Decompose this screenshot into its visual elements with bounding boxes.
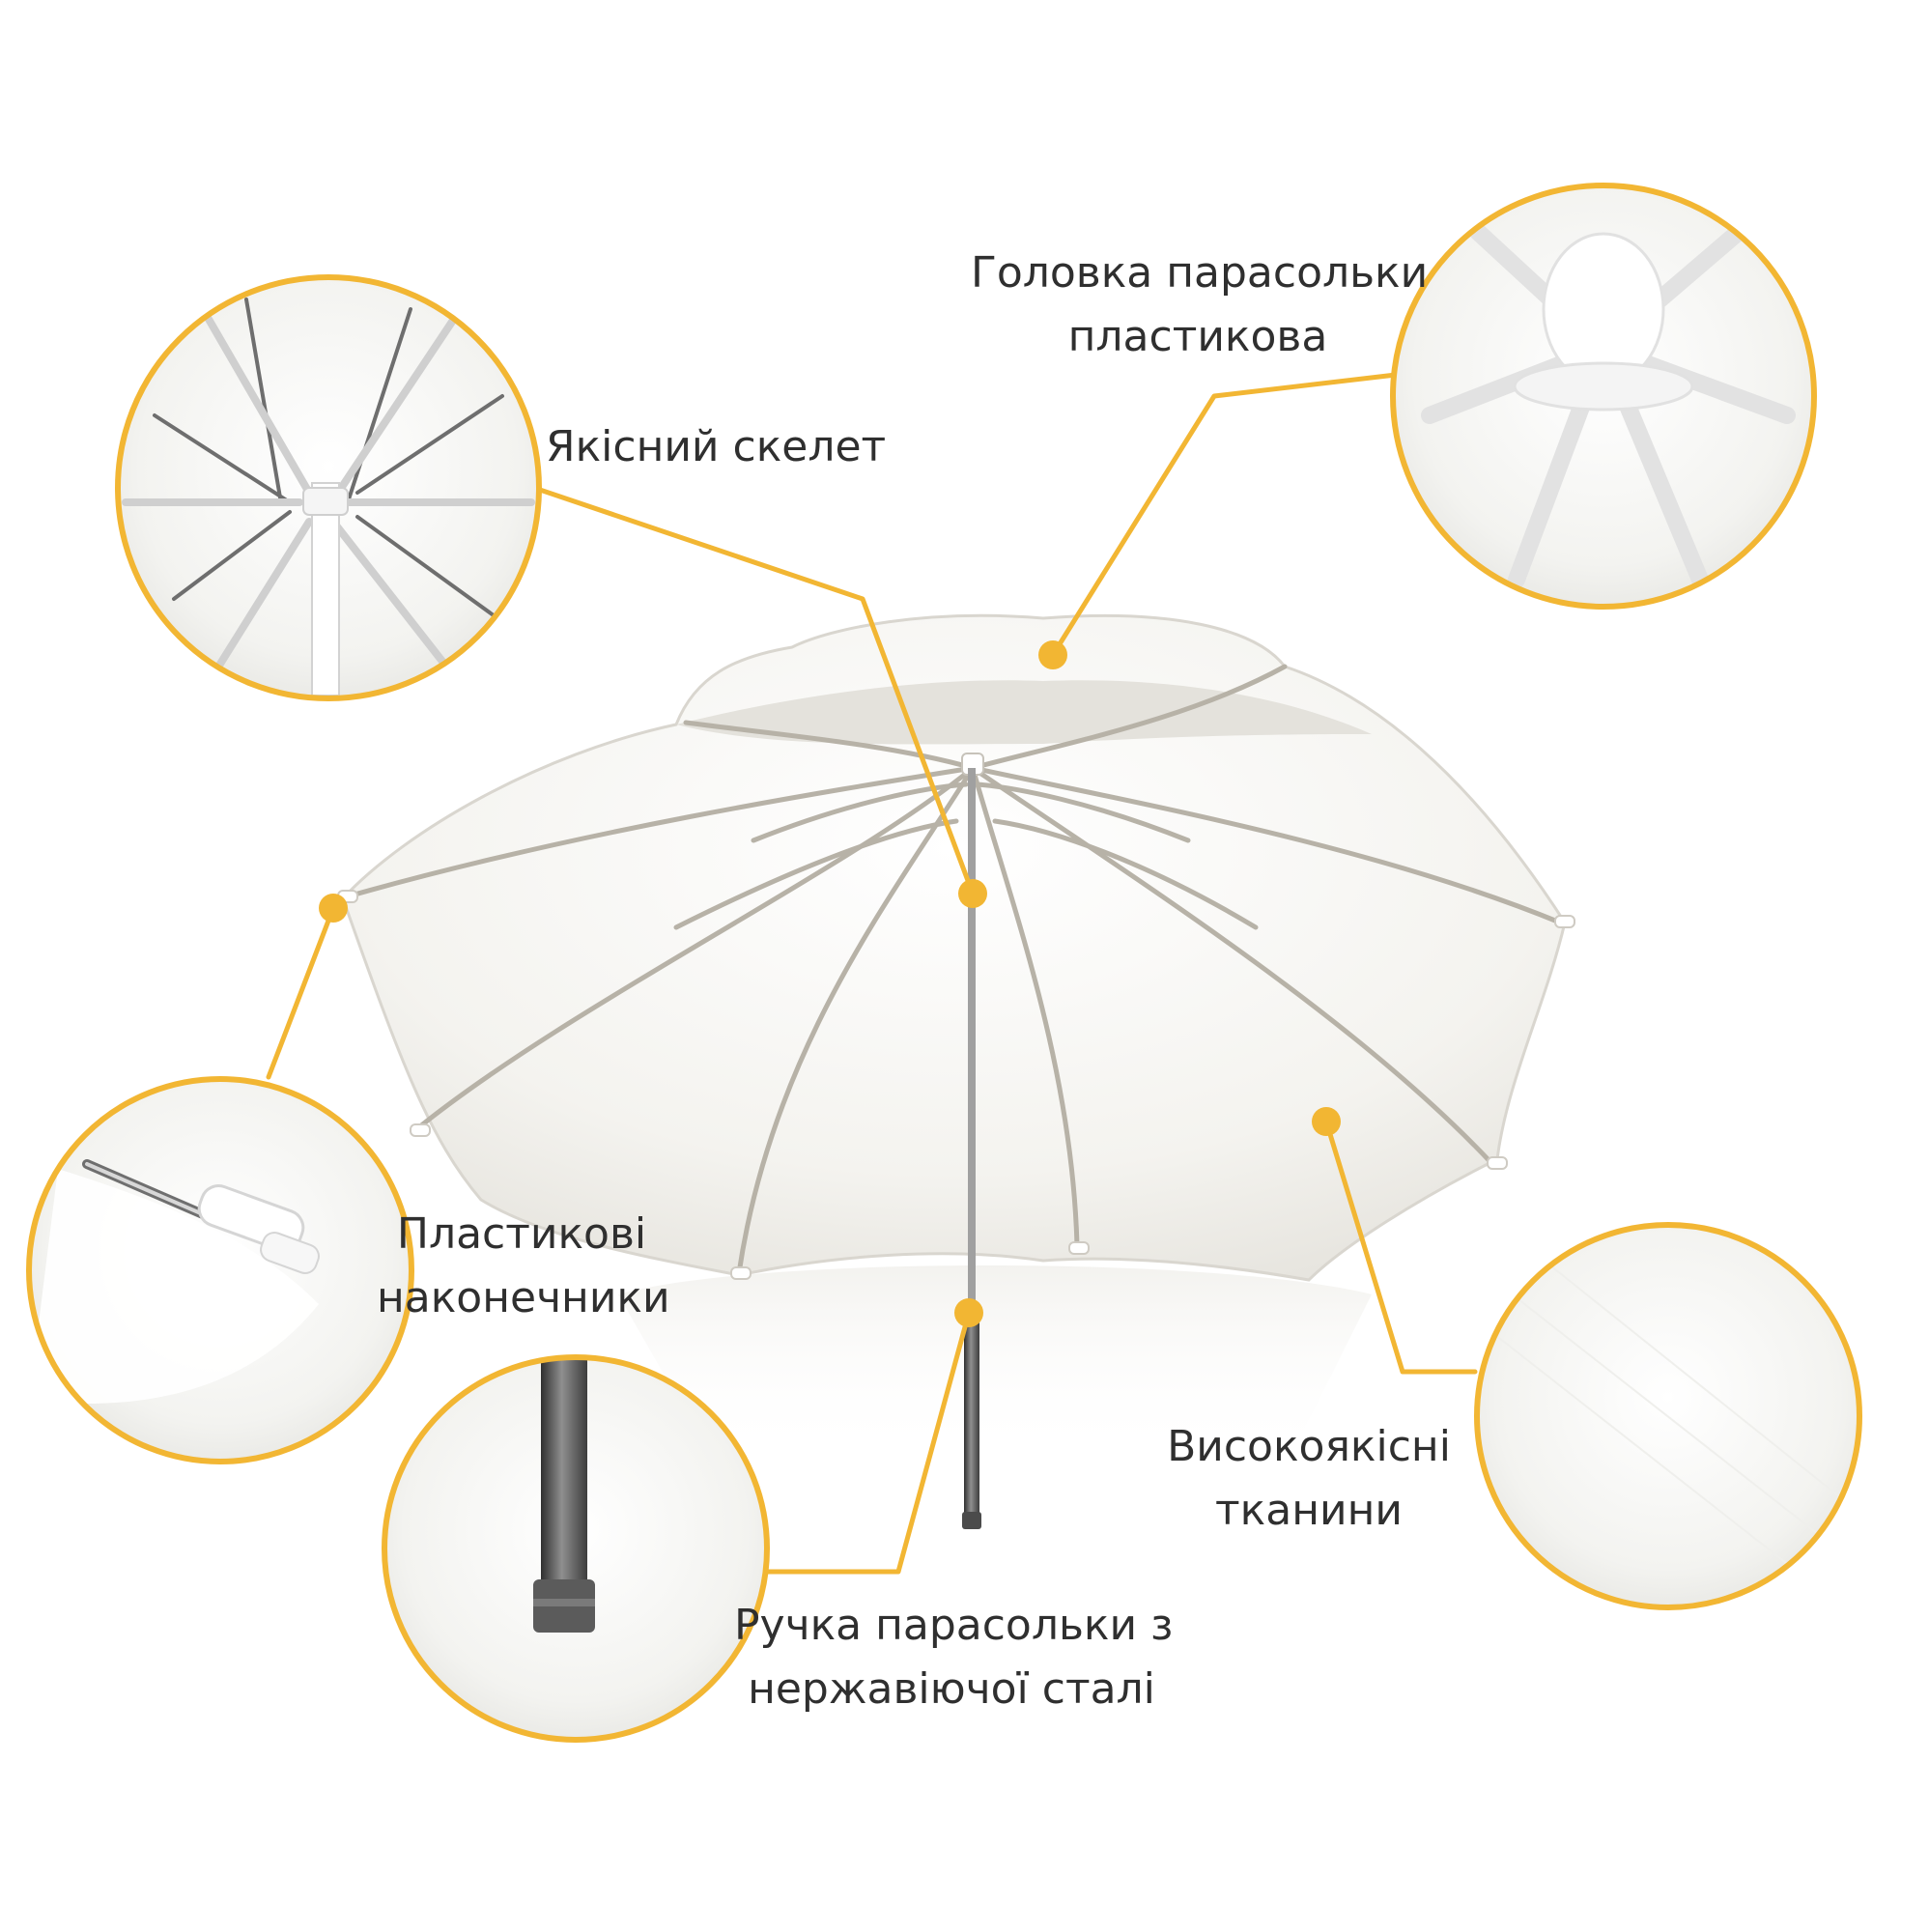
umbrella-inner-shade — [676, 680, 1372, 745]
handle-callout-line — [749, 1310, 972, 1575]
head-dot — [1038, 640, 1067, 669]
umbrella-canopy — [341, 613, 1567, 1282]
skeleton-label-line1: Якісний скелет — [546, 422, 887, 471]
tips-callout-line — [266, 905, 336, 1080]
skeleton-callout-line — [531, 485, 976, 896]
zoom-circle-skeleton — [115, 274, 542, 701]
handle-dot — [954, 1298, 983, 1327]
callout-lines — [266, 372, 1478, 1575]
head-label-line1: Головка парасольки — [971, 248, 1429, 298]
skeleton-dot — [958, 879, 987, 908]
handle-label: Ручка парасольки з нержавіючої сталі — [734, 1594, 1174, 1721]
handle-label-line2: нержавіючої сталі — [748, 1664, 1155, 1714]
tips-label-line1: Пластикові — [396, 1209, 647, 1259]
head-label: Головка парасольки пластикова — [971, 242, 1429, 369]
umbrella-tips — [337, 890, 1575, 1280]
tips-dot — [319, 894, 348, 923]
callout-dots — [319, 640, 1341, 1327]
handle-label-line1: Ручка парасольки з — [734, 1601, 1174, 1650]
head-callout-line — [1050, 372, 1399, 658]
zoom-circle-handle — [382, 1354, 770, 1743]
zoom-circle-head — [1390, 183, 1817, 610]
umbrella-handle-tip — [962, 1512, 981, 1529]
tips-label-line2: наконечники — [377, 1273, 670, 1322]
fabric-label-line1: Високоякісні — [1167, 1422, 1451, 1471]
umbrella-reflection — [618, 1265, 1372, 1459]
fabric-dot — [1312, 1107, 1341, 1136]
fabric-label-line2: тканини — [1215, 1486, 1403, 1535]
skeleton-label: Якісний скелет — [546, 415, 887, 479]
umbrella-handle — [964, 1304, 979, 1517]
umbrella-shaft — [968, 768, 976, 1309]
umbrella-illustration — [337, 613, 1575, 1529]
tips-label: Пластикові наконечники — [377, 1203, 670, 1330]
fabric-callout-line — [1323, 1119, 1478, 1375]
umbrella-ribs — [345, 664, 1563, 1276]
head-label-line2: пластикова — [1067, 312, 1328, 361]
zoom-circle-tips — [26, 1076, 414, 1464]
fabric-label: Високоякісні тканини — [1154, 1415, 1463, 1543]
zoom-circle-fabric — [1474, 1222, 1862, 1610]
